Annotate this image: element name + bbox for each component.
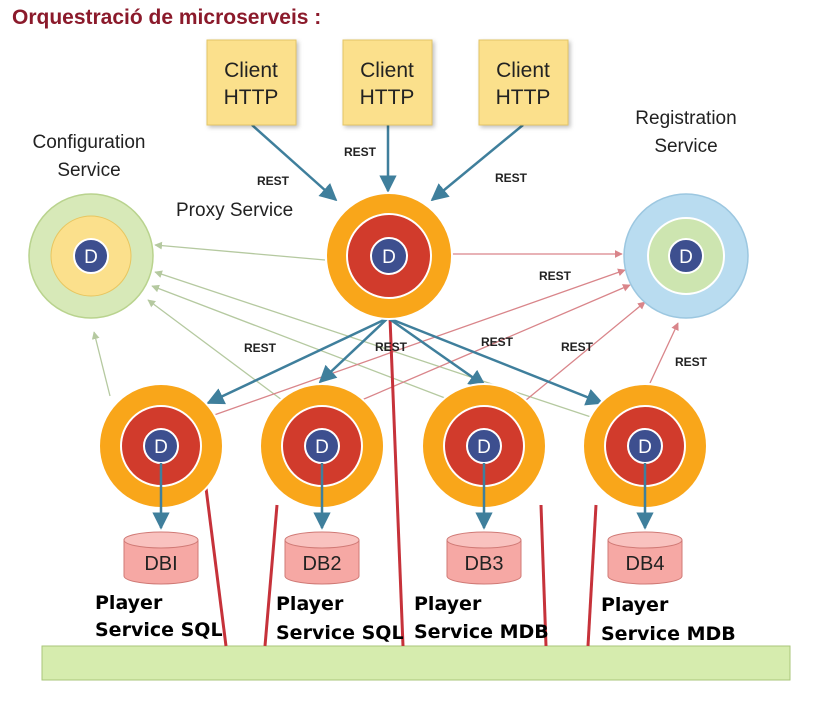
d-icon-label: D	[154, 437, 168, 458]
player-label-line2: Service MDB	[601, 623, 736, 645]
player-label-line2: Service MDB	[414, 621, 549, 643]
player-label-line1: Player	[95, 592, 163, 614]
rest-label: REST	[375, 340, 408, 354]
d-icon-label: D	[638, 437, 652, 458]
rest-label: REST	[244, 341, 277, 355]
rest-label: REST	[561, 340, 594, 354]
client-http-2: Client HTTP	[342, 39, 433, 126]
rest-label: REST	[344, 145, 377, 159]
page-title: Orquestració de microserveis :	[12, 6, 322, 29]
database-label: DB4	[626, 553, 665, 575]
configuration-label-line1: Configuration	[32, 132, 145, 153]
proxy-service: D	[325, 192, 453, 320]
proxy-service-label: Proxy Service	[176, 200, 293, 221]
registration-label-line2: Service	[654, 136, 717, 157]
rest-label: REST	[481, 335, 514, 349]
registration-label-line1: Registration	[635, 108, 736, 129]
database-4: DB4	[607, 531, 683, 585]
client-label-line1: Client	[496, 59, 550, 82]
service-bus	[41, 645, 791, 681]
client-http-3: Client HTTP	[478, 39, 569, 126]
d-icon-label: D	[315, 437, 329, 458]
d-icon-label: D	[679, 247, 693, 268]
rest-label: REST	[495, 171, 528, 185]
configuration-label-line2: Service	[57, 160, 120, 181]
player-label-line2: Service SQL	[276, 622, 404, 644]
client-label-line1: Client	[224, 59, 278, 82]
client-label-line1: Client	[360, 59, 414, 82]
database-2: DB2	[284, 531, 360, 585]
rest-label: REST	[257, 174, 290, 188]
config-arrows	[91, 241, 601, 421]
rest-label: REST	[539, 269, 572, 283]
client-arrows	[251, 124, 524, 202]
database-label: DB2	[303, 553, 342, 575]
database-label: DB3	[465, 553, 504, 575]
d-icon-label: D	[477, 437, 491, 458]
registration-service: D	[623, 193, 749, 319]
database-3: DB3	[446, 531, 522, 585]
client-label-line2: HTTP	[224, 86, 279, 109]
database-1: DBI	[123, 531, 199, 585]
configuration-service: D	[28, 193, 154, 319]
registration-arrows	[199, 250, 679, 421]
player-service-4: D	[582, 383, 708, 509]
rest-labels: REST REST REST REST REST REST REST REST …	[244, 145, 708, 369]
database-label: DBI	[144, 553, 177, 575]
client-label-line2: HTTP	[496, 86, 551, 109]
player-service-3: D	[421, 383, 547, 509]
player-labels: Player Service SQL Player Service SQL Pl…	[95, 592, 736, 645]
player-label-line2: Service SQL	[95, 619, 223, 641]
bus-connections	[204, 317, 598, 647]
client-label-line2: HTTP	[360, 86, 415, 109]
player-label-line1: Player	[414, 593, 482, 615]
db-arrows	[152, 463, 654, 530]
d-icon-label: D	[84, 247, 98, 268]
d-icon-label: D	[382, 247, 396, 268]
proxy-arrows	[206, 316, 604, 406]
player-label-line1: Player	[601, 594, 669, 616]
client-http-1: Client HTTP	[206, 39, 297, 126]
rest-label: REST	[675, 355, 708, 369]
player-label-line1: Player	[276, 593, 344, 615]
